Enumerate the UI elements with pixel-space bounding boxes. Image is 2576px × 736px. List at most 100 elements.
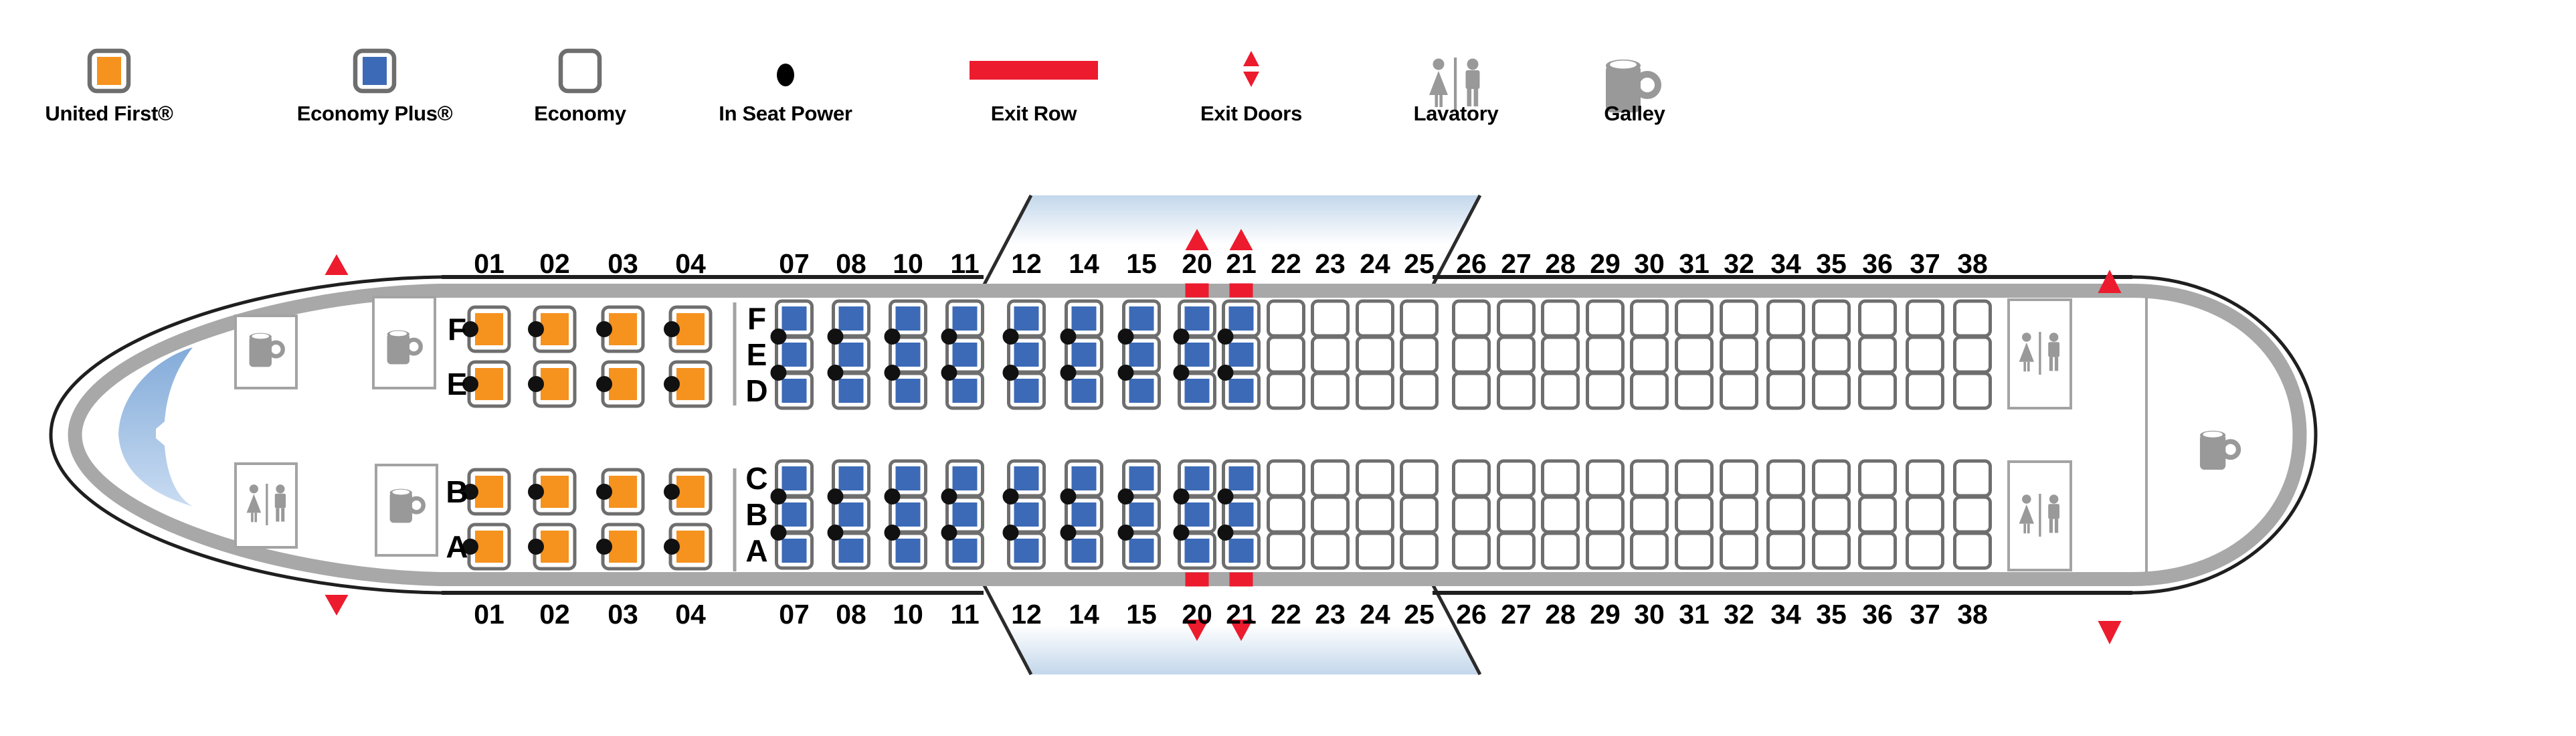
seat-32A-cushion: [1726, 539, 1752, 563]
seat-30E-cushion: [1637, 343, 1662, 367]
lavatory-icon-front: [246, 484, 286, 525]
seat-32E-cushion: [1726, 343, 1752, 367]
seat-20A-cushion: [1184, 539, 1210, 563]
row-number-bottom-14: 14: [1069, 599, 1099, 630]
row-number-bottom-01: 01: [474, 599, 504, 630]
power-dot-bottom-aft-21: [1217, 525, 1234, 541]
wing-top-leading-edge: [982, 194, 1033, 287]
exit-door-row20-bottom: [1185, 620, 1209, 641]
seat-37F-cushion: [1912, 306, 1938, 331]
power-dot-bottom-aft-08: [827, 525, 844, 541]
row-number-bottom-31: 31: [1679, 599, 1710, 630]
power-dot-top-fwd-07: [770, 329, 787, 345]
power-dot-bottom-fwd-10: [884, 488, 901, 504]
power-dot-top-aft-10: [884, 365, 901, 381]
seat-32D-cushion: [1726, 379, 1752, 403]
power-dot-03E: [596, 376, 612, 392]
legend-label-economy: Economy: [534, 102, 626, 125]
seat-24D-cushion: [1362, 379, 1388, 403]
row-number-bottom-12: 12: [1011, 599, 1042, 630]
power-dot-01A: [462, 539, 478, 555]
seat-12E-cushion: [1014, 343, 1039, 367]
seat-28F-cushion: [1548, 306, 1573, 331]
power-dot-top-aft-15: [1117, 365, 1134, 381]
row-number-bottom-07: 07: [779, 599, 810, 630]
seat-25B-cushion: [1406, 502, 1432, 527]
seat-37A-cushion: [1912, 539, 1938, 563]
galley-icon-front-left: [249, 333, 285, 367]
lavatory-icon-rear-top: [2019, 332, 2059, 375]
row-number-bottom-15: 15: [1126, 599, 1157, 630]
seat-24A-cushion: [1362, 539, 1388, 563]
seat-24E-cushion: [1362, 343, 1388, 367]
legend: United First® Economy Plus® Economy: [0, 0, 2576, 161]
seat-22B-cushion: [1273, 502, 1299, 527]
exit-row-marker-bottom-20: [1185, 572, 1209, 587]
seat-23B-cushion: [1317, 502, 1343, 527]
row-number-top-15: 15: [1126, 248, 1157, 279]
galley-icon-front-right: [387, 330, 423, 365]
legend-label-exit-doors: Exit Doors: [1200, 102, 1303, 125]
row-number-bottom-24: 24: [1360, 599, 1390, 630]
seat-21E-cushion: [1228, 343, 1254, 367]
seat-02F-cushion: [541, 313, 569, 345]
row-number-bottom-02: 02: [539, 599, 570, 630]
row-number-top-32: 32: [1724, 248, 1754, 279]
seat-35B-cushion: [1819, 502, 1844, 527]
economy-seat-icon: [486, 48, 674, 94]
seat-36C-cushion: [1865, 466, 1890, 490]
power-dot-top-aft-12: [1002, 365, 1019, 381]
seat-25F-cushion: [1406, 306, 1432, 331]
seat-08A-cushion: [838, 539, 864, 563]
power-dot-02F: [528, 321, 544, 337]
exit-door-front-bottom: [325, 595, 349, 616]
seat-14D-cushion: [1071, 379, 1097, 403]
row-number-top-34: 34: [1770, 248, 1801, 279]
seat-29D-cushion: [1592, 379, 1618, 403]
power-dot-top-aft-07: [770, 365, 787, 381]
seat-03B-cushion: [609, 476, 637, 508]
power-dot-top-fwd-12: [1002, 329, 1019, 345]
legend-label-united-first: United First®: [45, 102, 173, 125]
seat-07F-cushion: [781, 306, 807, 331]
seat-35A-cushion: [1819, 539, 1844, 563]
seat-35C-cushion: [1819, 466, 1844, 490]
seat-20D-cushion: [1184, 379, 1210, 403]
row-number-top-07: 07: [779, 248, 810, 279]
seat-22C-cushion: [1273, 466, 1299, 490]
row-number-top-21: 21: [1226, 248, 1257, 279]
row-number-bottom-27: 27: [1501, 599, 1532, 630]
row-number-bottom-23: 23: [1315, 599, 1346, 630]
power-dot-top-aft-08: [827, 365, 844, 381]
seat-31C-cushion: [1681, 466, 1707, 490]
power-dot-04F: [664, 321, 680, 337]
seat-20B-cushion: [1184, 502, 1210, 527]
seat-24B-cushion: [1362, 502, 1388, 527]
power-dot-bottom-aft-12: [1002, 525, 1019, 541]
seat-34A-cushion: [1773, 539, 1799, 563]
row-number-top-23: 23: [1315, 248, 1346, 279]
exit-door-row21-top: [1229, 229, 1253, 250]
wing-top-trailing-edge: [1431, 194, 1482, 287]
cockpit-windshield: [118, 347, 193, 507]
seat-14B-cushion: [1071, 502, 1097, 527]
lavatory-icon-rear-bottom: [2019, 494, 2059, 537]
seat-letter-economy-F: F: [747, 301, 766, 336]
row-number-bottom-11: 11: [950, 599, 979, 630]
power-dot-bottom-fwd-12: [1002, 488, 1019, 504]
row-number-top-29: 29: [1590, 248, 1621, 279]
fuselage-tail-outline: [2132, 275, 2318, 595]
seat-letter-economy-E: E: [747, 337, 767, 372]
seat-21A-cushion: [1228, 539, 1254, 563]
power-dot-04E: [664, 376, 680, 392]
row-number-bottom-32: 32: [1724, 599, 1754, 630]
row-number-top-04: 04: [675, 248, 706, 279]
united-first-seat-icon: [15, 48, 203, 94]
seat-28A-cushion: [1548, 539, 1573, 563]
row-number-bottom-03: 03: [608, 599, 638, 630]
seat-08D-cushion: [838, 379, 864, 403]
seat-07A-cushion: [781, 539, 807, 563]
row-number-top-03: 03: [608, 248, 638, 279]
power-dot-bottom-aft-15: [1117, 525, 1134, 541]
